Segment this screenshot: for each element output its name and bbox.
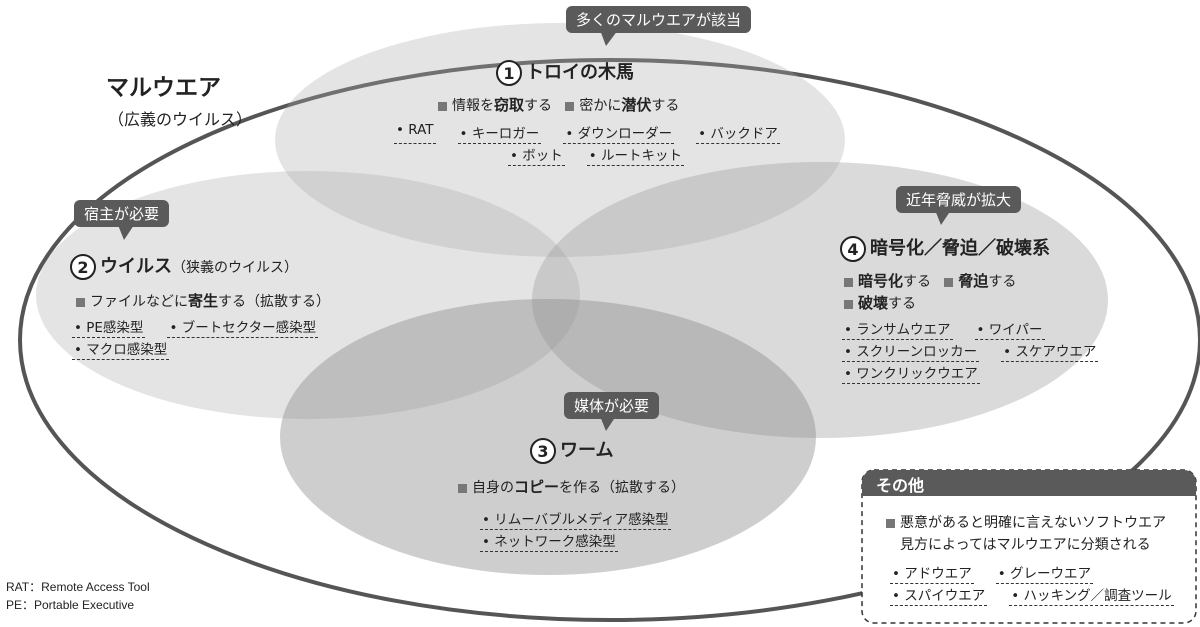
list-item: スパイウエア <box>890 584 988 606</box>
trojan-title: トロイの木馬 <box>526 62 634 83</box>
list-item: スケアウエア <box>1001 340 1099 362</box>
ransom-tag-pointer <box>935 210 951 225</box>
other-title: その他 <box>876 476 925 495</box>
trojan-ellipse <box>275 23 845 257</box>
virus-items-row1: PE感染型 ブートセクター感染型 <box>72 316 319 338</box>
footnote-rat: RAT：Remote Access Tool <box>6 580 150 594</box>
worm-items-row2: ネットワーク感染型 <box>480 530 618 552</box>
worm-desc: 自身のコピーを作る（拡散する） <box>458 476 685 497</box>
worm-items-row1: リムーバブルメディア感染型 <box>480 508 671 530</box>
list-item: リムーバブルメディア感染型 <box>480 508 671 530</box>
worm-title: ワーム <box>560 440 614 461</box>
bullet-square-icon <box>886 518 895 528</box>
ransom-items-row1: ランサムウエア ワイパー <box>842 318 1045 340</box>
bullet-square-icon <box>458 483 467 493</box>
ransom-items-row2: スクリーンロッカー スケアウエア <box>842 340 1099 362</box>
footnote-pe: PE：Portable Executive <box>6 598 135 612</box>
worm-tag-pointer <box>600 416 616 431</box>
list-item: グレーウエア <box>995 562 1094 584</box>
bullet-square-icon <box>565 101 575 111</box>
other-items-row2: スパイウエア ハッキング／調査ツール <box>890 584 1174 606</box>
virus-items-row2: マクロ感染型 <box>72 338 170 360</box>
virus-desc: ファイルなどに寄生する（拡散する） <box>76 290 330 311</box>
ransom-desc-1: 暗号化する 脅迫する <box>844 270 1016 291</box>
other-line2: 見方によってはマルウエアに分類される <box>900 537 1151 553</box>
bullet-square-icon <box>944 277 954 287</box>
bullet-square-icon <box>438 101 447 111</box>
virus-ellipse <box>36 171 580 419</box>
list-item: ボット <box>508 144 565 166</box>
bullet-square-icon <box>76 297 85 307</box>
trojan-items-row2: ボット ルートキット <box>508 144 685 166</box>
list-item: ネットワーク感染型 <box>480 530 618 552</box>
virus-number: 2 <box>70 254 96 280</box>
ransom-items-row3: ワンクリックウエア <box>842 362 980 384</box>
list-item: マクロ感染型 <box>72 338 170 360</box>
list-item: スクリーンロッカー <box>842 340 980 362</box>
list-item: ハッキング／調査ツール <box>1009 584 1174 606</box>
virus-title: ウイルス <box>100 256 172 277</box>
virus-tag: 宿主が必要 <box>74 200 170 227</box>
list-item: ダウンローダー <box>563 122 675 144</box>
list-item: ランサムウエア <box>842 318 953 340</box>
list-item: ルートキット <box>586 144 685 166</box>
ransom-title: 暗号化／脅迫／破壊系 <box>870 238 1050 259</box>
malware-title: マルウエア <box>106 75 221 101</box>
list-item: アドウエア <box>890 562 974 584</box>
malware-subtitle: （広義のウイルス） <box>108 110 253 129</box>
common-tag: 多くのマルウエアが該当 <box>566 6 752 33</box>
trojan-number: 1 <box>496 60 522 86</box>
list-item: ブートセクター感染型 <box>167 316 319 338</box>
worm-tag: 媒体が必要 <box>564 392 660 419</box>
trojan-desc: 情報を窃取する 密かに潜伏する <box>438 94 679 115</box>
list-item: キーロガー <box>457 122 542 144</box>
other-title-bar <box>862 470 1196 496</box>
list-item: バックドア <box>696 122 780 144</box>
list-item: ワンクリックウエア <box>842 362 980 384</box>
ransom-desc-2: 破壊する <box>844 292 916 313</box>
worm-ellipse <box>280 299 816 575</box>
worm-number: 3 <box>530 438 556 464</box>
list-item: PE感染型 <box>72 316 146 338</box>
other-line1: 悪意があると明確に言えないソフトウエア <box>886 512 1166 532</box>
trojan-items-row1: RAT キーロガー ダウンローダー バックドア <box>394 122 780 144</box>
bullet-square-icon <box>844 277 853 287</box>
bullet-square-icon <box>844 299 853 309</box>
virus-tag-pointer <box>118 225 134 240</box>
list-item: RAT <box>394 122 436 144</box>
common-tag-pointer <box>600 30 618 46</box>
ransom-tag: 近年脅威が拡大 <box>896 186 1022 213</box>
list-item: ワイパー <box>974 318 1045 340</box>
other-items-row1: アドウエア グレーウエア <box>890 562 1094 584</box>
ransom-number: 4 <box>840 236 866 262</box>
virus-title-note: （狭義のウイルス） <box>172 260 298 276</box>
